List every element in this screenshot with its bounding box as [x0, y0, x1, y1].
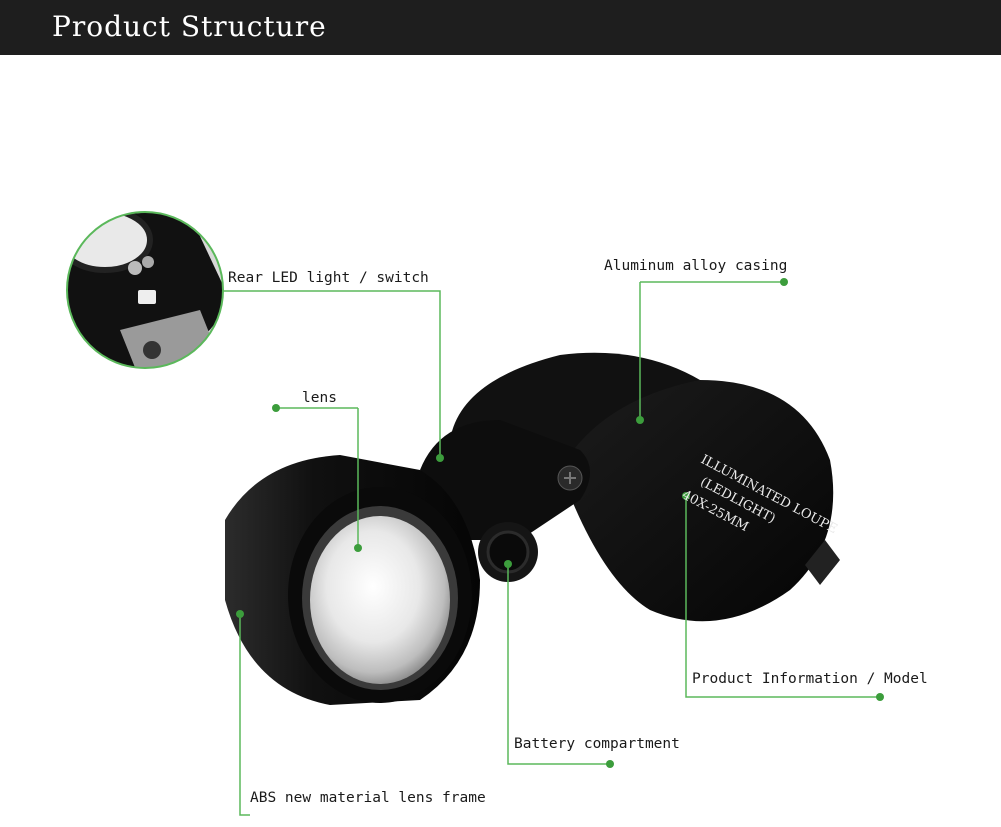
hinge-arm: [420, 420, 590, 582]
callout-lens: lens: [302, 390, 337, 406]
callout-product-info: Product Information / Model: [692, 671, 928, 687]
callout-aluminum-casing: Aluminum alloy casing: [604, 258, 788, 274]
callout-battery: Battery compartment: [514, 736, 680, 752]
leader-dots: [236, 278, 884, 768]
rear-led-inset: [66, 211, 224, 369]
page-title: Product Structure: [52, 10, 327, 43]
lens-barrel: [225, 455, 480, 705]
leader-lines: [222, 281, 880, 816]
callout-rear-led: Rear LED light / switch: [228, 270, 429, 286]
callout-abs-frame: ABS new material lens frame: [250, 790, 486, 806]
header-bar: Product Structure: [0, 0, 1001, 55]
